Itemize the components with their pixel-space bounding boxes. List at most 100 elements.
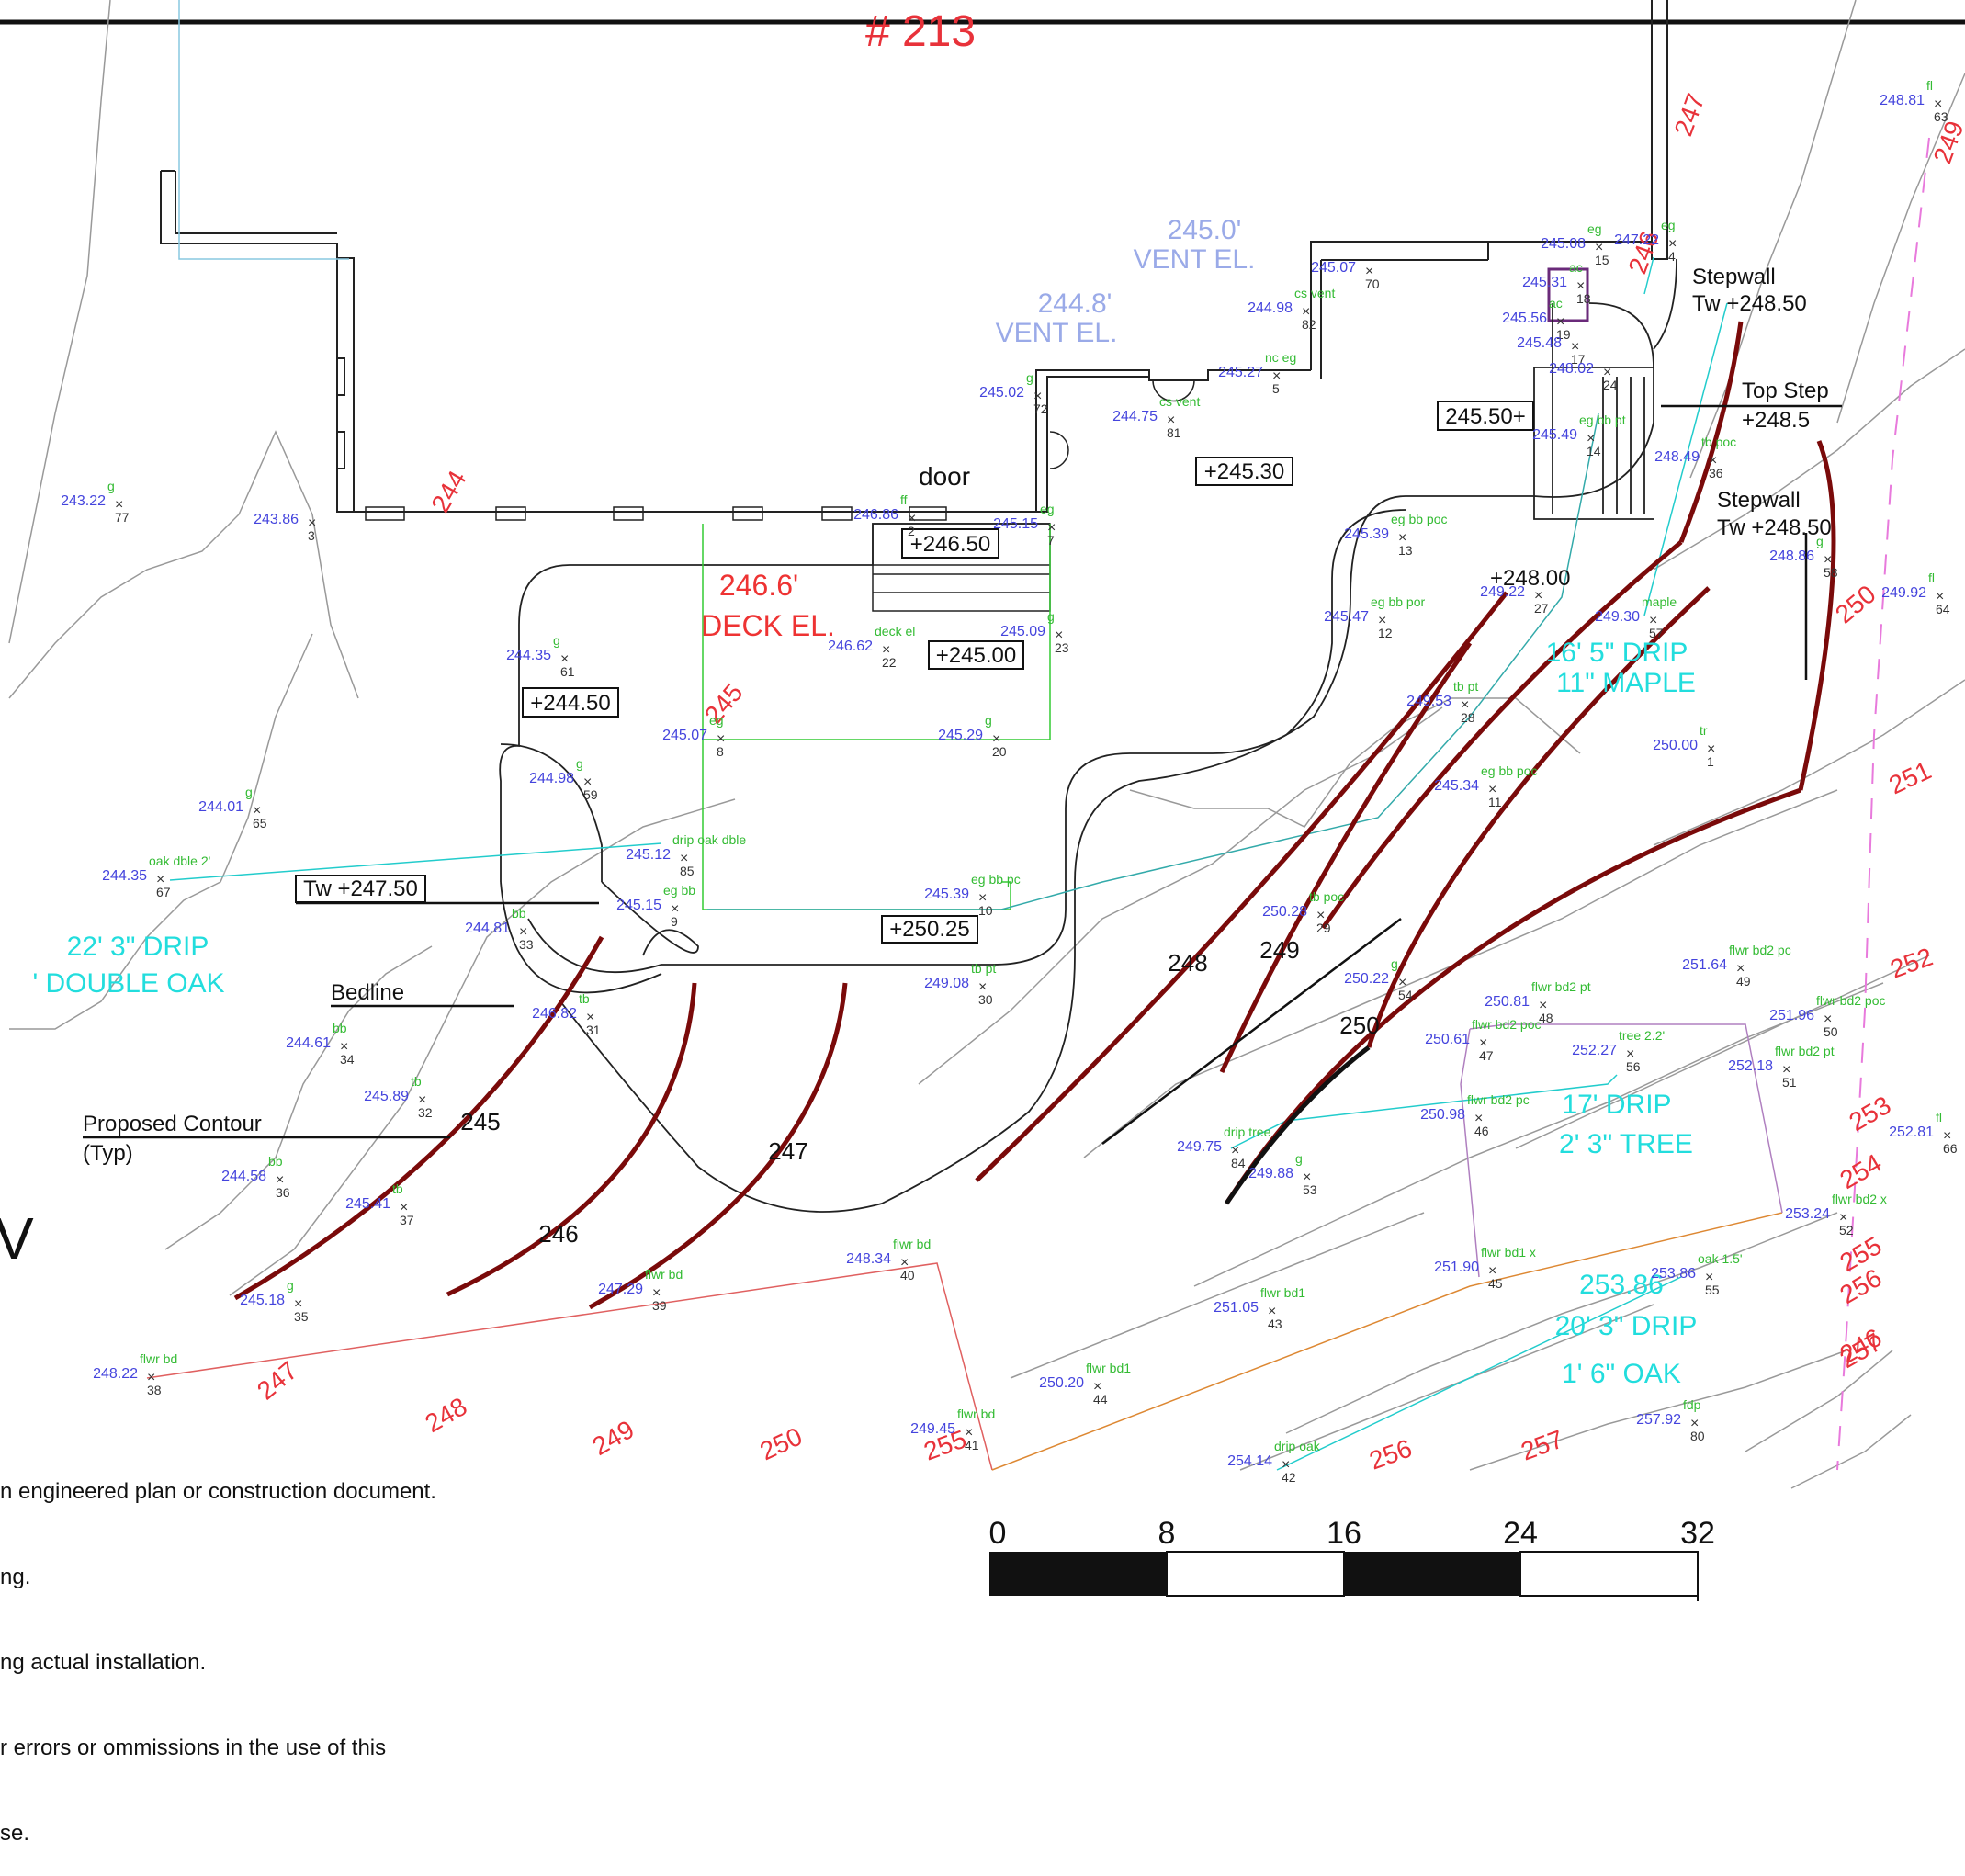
spot-code: g [985,713,992,728]
existing-contour-label: 251 [1884,756,1935,800]
spot-id: 55 [1705,1283,1720,1297]
spot-code: g [1047,609,1055,624]
spot-marker-icon: × [1167,412,1175,428]
vent-elevation-label: VENT EL. [996,318,1118,348]
spot-id: 47 [1479,1048,1494,1063]
spot-code: nc eg [1265,350,1296,365]
spot-code: flwr bd2 pc [1729,943,1791,957]
spot-marker-icon: × [1705,1270,1713,1285]
spot-marker-icon: × [1282,1457,1290,1473]
spot-code: g [245,785,253,799]
spot-id: 44 [1093,1392,1108,1407]
proposed-contour-label: Proposed Contour [83,1112,262,1136]
spot-id: 51 [1782,1075,1797,1090]
spot-code: cs vent [1294,286,1335,300]
spot-id: 57 [1649,626,1664,640]
spot-id: 13 [1398,543,1413,558]
spot-marker-icon: × [1398,975,1406,990]
spot-id: 33 [519,937,534,952]
spot-id: 28 [1461,710,1475,725]
tree-label: 11" MAPLE [1556,668,1696,698]
bedline-label: Bedline [331,980,404,1005]
spot-elevation-value: 245.34 [1434,778,1479,794]
spot-id: 4 [1668,249,1676,264]
proposed-contour-number: 249 [1259,936,1299,964]
spot-elevation-box [1437,401,1534,431]
spot-marker-icon: × [1268,1304,1276,1319]
existing-contour-label: 253 [1845,1091,1896,1136]
existing-contour-label: 250 [755,1422,806,1466]
spot-code: eg [709,713,724,728]
spot-elevation-value: 250.20 [1039,1375,1084,1391]
wall-lines [83,404,1842,1145]
spot-marker-icon: × [1479,1035,1487,1051]
existing-contour-label: 252 [1886,943,1937,984]
spot-marker-icon: × [1055,627,1063,643]
spot-code: bb [512,906,526,921]
existing-contour-label: 247 [252,1356,303,1406]
proposed-contour-number: 246 [538,1220,578,1248]
spot-elevation-value: 251.96 [1769,1008,1814,1023]
spot-elevation-value: 243.86 [254,512,299,527]
spot-id: 10 [978,903,993,918]
spot-marker-icon: × [1365,264,1373,279]
spot-marker-icon: × [1603,365,1611,380]
spot-elevation-value: 249.45 [910,1421,955,1437]
spot-code: oak dble 2' [149,853,210,868]
scale-tick-label: 0 [989,1516,1007,1551]
spot-elevation-box-label: +250.25 [889,917,969,942]
door-label: door [919,462,970,491]
spot-marker-icon: × [1649,613,1657,628]
spot-elevation-box-label: +245.00 [936,643,1016,668]
note-line: n engineered plan or construction docume… [0,1479,436,1504]
spot-id: 81 [1167,425,1181,440]
spot-code: flwr bd [957,1407,995,1421]
spot-marker-icon: × [1709,453,1717,469]
deck-outline [499,258,1677,1213]
spot-marker-icon: × [1736,961,1745,977]
spot-code: deck el [875,624,915,639]
spot-id: 65 [253,816,267,831]
proposed-contour-label: (Typ) [83,1141,133,1166]
spot-marker-icon: × [276,1172,284,1188]
spot-marker-icon: × [1576,278,1585,294]
existing-contour-lines [8,0,1965,1489]
spot-code: tb [579,991,590,1006]
spot-elevation-value: 245.07 [1311,260,1356,276]
spot-code: g [1391,956,1398,971]
spot-code: tr [1700,723,1708,738]
spot-elevation-value: 245.48 [1517,335,1562,351]
stepwall-label: Tw +248.50 [1717,515,1832,540]
spot-elevation-value: 245.39 [1344,526,1389,542]
existing-contour-label: 257 [1517,1425,1567,1466]
spot-id: 14 [1587,444,1601,458]
existing-contour-label: 245 [699,678,749,729]
spot-code: tb pt [971,961,996,976]
spot-elevation-value: 254.14 [1227,1453,1272,1469]
spot-marker-icon: × [308,515,316,531]
scale-tick-label: 16 [1327,1516,1361,1551]
spot-id: 35 [294,1309,309,1324]
spot-marker-icon: × [652,1285,661,1301]
proposed-contour-number: 247 [768,1137,807,1165]
spot-id: 29 [1316,921,1331,935]
spot-elevation-value: 249.88 [1248,1166,1293,1181]
spot-code: flwr bd [140,1351,177,1366]
spot-marker-icon: × [1571,339,1579,355]
spot-code: drip oak dble [672,832,746,847]
spot-marker-icon: × [418,1092,426,1108]
spot-id: 15 [1595,253,1609,267]
tree-label: 1' 6" OAK [1562,1359,1681,1389]
existing-contour-label: 249 [1928,118,1965,168]
spot-id: 82 [1302,317,1316,332]
spot-marker-icon: × [147,1370,155,1385]
spot-marker-icon: × [992,731,1000,747]
spot-elevation-box [1195,457,1293,486]
spot-code: eg bb pc [971,872,1021,887]
spot-elevation-value: 250.28 [1262,904,1307,920]
spot-elevation-value: 248.02 [1549,361,1594,377]
spot-id: 41 [965,1438,979,1452]
spot-elevation-value: 250.00 [1653,738,1698,753]
spot-id: 20 [992,744,1007,759]
spot-id: 48 [1539,1011,1553,1025]
